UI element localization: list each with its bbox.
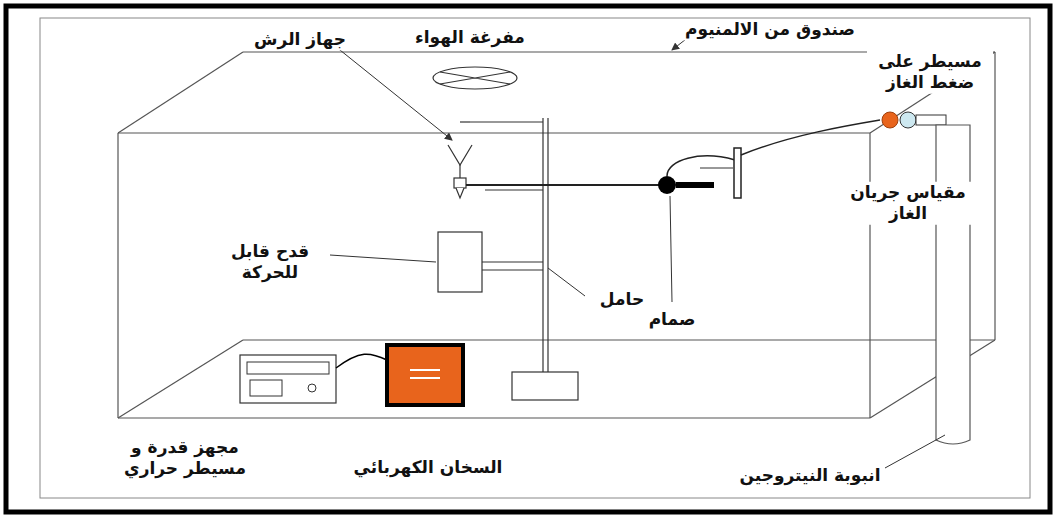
part-label: صمام: [647, 309, 698, 330]
pressure-regulator: [882, 112, 898, 128]
gas-tube: [741, 120, 880, 155]
gas-tube: [667, 156, 735, 176]
exhaust-fan: [433, 67, 517, 89]
power-supply: [240, 355, 336, 403]
spray-nozzle: [448, 122, 472, 198]
cylinder-valve: [916, 115, 946, 125]
movable-cup: [438, 232, 482, 292]
valve-symbol: [658, 176, 676, 194]
part-label: السخان الكهربائي: [352, 457, 505, 478]
holder-stand: [470, 118, 578, 400]
pressure-gauge: [900, 112, 916, 128]
leader-lines: [330, 36, 945, 468]
electric-heater: [387, 345, 463, 405]
part-label: مقياس جريان الغاز: [836, 182, 980, 225]
part-label: قدح قابل للحركة: [213, 241, 327, 284]
valve-handle: [676, 182, 714, 188]
part-label: حامل: [598, 289, 646, 310]
part-label: مسيطر على ضغط الغاز: [867, 51, 993, 94]
heater-wire: [336, 354, 387, 368]
inner-frame: [40, 18, 1030, 498]
part-label: مفرغة الهواء: [413, 27, 527, 48]
part-label: صندوق من الالمنيوم: [683, 19, 857, 40]
flow-meter: [734, 148, 741, 198]
part-label: جهاز الرش: [252, 29, 348, 50]
aluminium-box: [118, 52, 995, 418]
part-label: مجهز قدرة و مسيطر حراري: [108, 437, 262, 480]
outer-frame: [6, 6, 1050, 512]
part-label: انبوبة النيتروجين: [737, 465, 882, 486]
gas-line: [466, 184, 660, 186]
nitrogen-cylinder: [936, 125, 970, 444]
